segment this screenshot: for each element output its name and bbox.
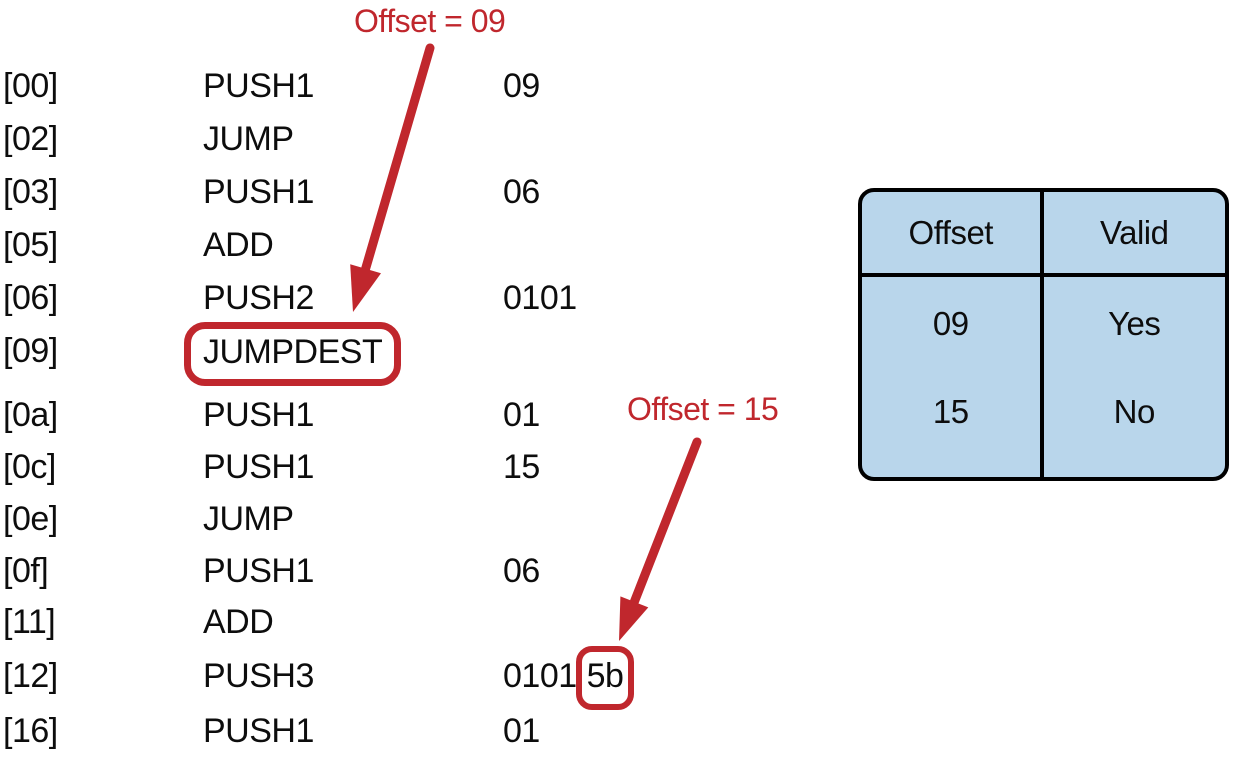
disasm-row-05: [05] ADD (3, 223, 693, 267)
disasm-row-06: [06] PUSH2 0101 (3, 276, 693, 320)
table-cell-offset-09: 09 (932, 305, 969, 342)
offset-cell: [02] (3, 120, 58, 158)
table-cell-valid-yes: Yes (1108, 305, 1161, 342)
offset-15-label: Offset = 15 (627, 391, 779, 427)
offset-09-label: Offset = 09 (354, 3, 506, 39)
operand-cell: 09 (503, 67, 540, 105)
offset-cell: [05] (3, 226, 58, 264)
operand-cell: 01 (503, 712, 540, 750)
opcode-cell: PUSH1 (203, 552, 314, 590)
opcode-cell: ADD (203, 226, 274, 264)
byte-5b-highlight-box: 5b (575, 646, 635, 710)
disasm-row-0a: [0a] PUSH1 01 (3, 393, 693, 437)
bytecode-listing: [00] PUSH1 09 [02] JUMP [03] PUSH1 06 [0… (3, 0, 693, 759)
opcode-cell: PUSH1 (203, 448, 314, 486)
table-header-valid: Valid (1043, 192, 1225, 277)
opcode-cell: JUMPDEST (203, 333, 383, 371)
disasm-row-0c: [0c] PUSH1 15 (3, 445, 693, 489)
opcode-cell: PUSH1 (203, 396, 314, 434)
opcode-cell: ADD (203, 603, 274, 641)
offset-cell: [0e] (3, 500, 58, 538)
offset-cell: [0f] (3, 552, 49, 590)
offset-cell: [0c] (3, 448, 56, 486)
disasm-row-00: [00] PUSH1 09 (3, 64, 693, 108)
offset-cell: [00] (3, 67, 58, 105)
operand-cell: 15 (503, 448, 540, 486)
jumpdest-highlight-box: JUMPDEST (184, 322, 402, 386)
offset-cell: [12] (3, 657, 58, 695)
operand-cell: 01 (503, 396, 540, 434)
operand-circled-byte: 5b (586, 657, 624, 695)
disasm-row-11: [11] ADD (3, 600, 693, 644)
opcode-cell: PUSH1 (203, 173, 314, 211)
disasm-row-12: [12] PUSH3 0101 5b (3, 646, 693, 710)
offset-cell: [06] (3, 279, 58, 317)
offset-cell: [09] (3, 332, 58, 370)
table-col-valid: Yes No (1044, 277, 1226, 477)
offset-cell: [11] (3, 603, 56, 641)
disasm-row-03: [03] PUSH1 06 (3, 170, 693, 214)
table-cell-offset-15: 15 (932, 393, 969, 430)
disasm-row-02: [02] JUMP (3, 117, 693, 161)
opcode-cell: PUSH1 (203, 712, 314, 750)
operand-cell: 0101 (503, 279, 577, 317)
offset-cell: [0a] (3, 396, 58, 434)
opcode-cell: PUSH1 (203, 67, 314, 105)
table-header-offset: Offset (862, 192, 1044, 277)
opcode-cell: PUSH2 (203, 279, 314, 317)
operand-cell: 0101 (503, 657, 577, 695)
table-col-offset: 09 15 (862, 277, 1044, 477)
offset-cell: [03] (3, 173, 58, 211)
opcode-cell: PUSH3 (203, 657, 314, 695)
disasm-row-16: [16] PUSH1 01 (3, 709, 693, 753)
opcode-cell: JUMP (203, 120, 294, 158)
disasm-row-09: [09] JUMPDEST (3, 322, 693, 386)
offset-cell: [16] (3, 712, 58, 750)
operand-cell: 06 (503, 552, 540, 590)
operand-cell: 06 (503, 173, 540, 211)
operand-cell-wrap: 0101 5b (503, 646, 635, 710)
disasm-row-0f: [0f] PUSH1 06 (3, 549, 693, 593)
opcode-cell: JUMP (203, 500, 294, 538)
disasm-row-0e: [0e] JUMP (3, 497, 693, 541)
table-cell-valid-no: No (1113, 393, 1156, 430)
validity-table: Offset Valid 09 15 Yes No (858, 188, 1229, 481)
